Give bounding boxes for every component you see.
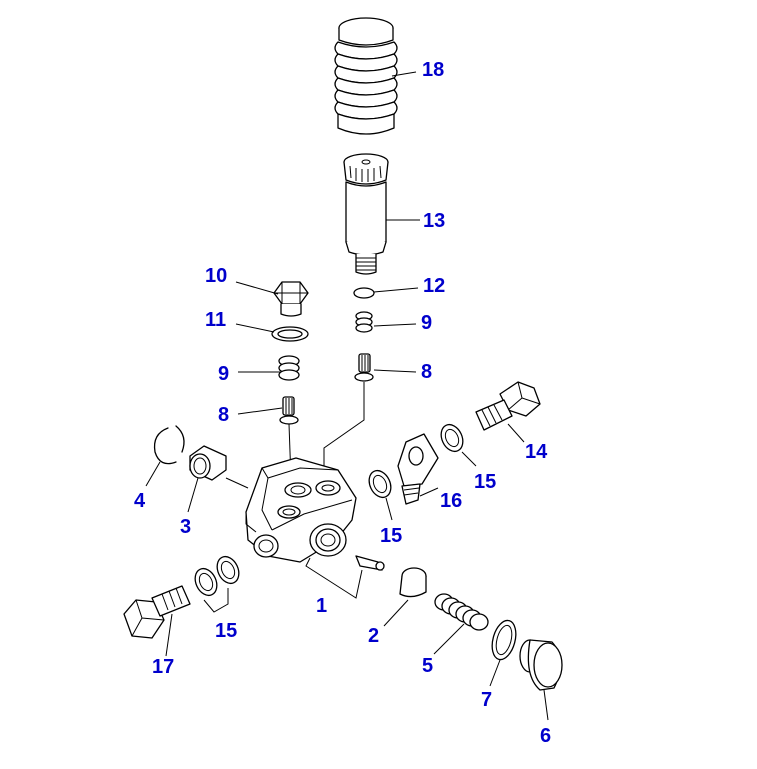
part-3-strainer [189,445,227,481]
callout-8-right: 8 [421,361,432,383]
leader-lines [145,71,549,721]
part-2-sleeve [399,567,427,598]
callout-3: 3 [180,516,191,538]
callout-6: 6 [540,725,551,747]
callout-1: 1 [316,595,327,617]
callout-8-left: 8 [218,404,229,426]
part-15-washers-left [194,555,240,597]
callout-13: 13 [423,210,445,232]
callouts: 18 13 10 12 11 9 9 8 8 14 15 16 4 3 15 1… [134,59,551,747]
callout-2: 2 [368,625,379,647]
part-6-plug [519,639,563,691]
part-7-gasket [491,619,517,661]
callout-10: 10 [205,265,227,287]
part-4-snap-ring [153,425,185,465]
callout-12: 12 [423,275,445,297]
part-1-housing [225,457,357,563]
part-13-pump-body [343,153,389,275]
callout-16: 16 [440,490,462,512]
callout-15-middle: 15 [380,525,402,547]
callout-5: 5 [422,655,433,677]
part-10-plug [273,281,309,317]
callout-18: 18 [422,59,444,81]
part-8-valve-left [279,396,299,481]
part-18-bellows [334,17,398,135]
part-1-pin [355,555,385,571]
callout-11: 11 [205,309,226,331]
part-9-spring-right [355,311,373,333]
callout-9-left: 9 [218,363,229,385]
part-8-valve-right [323,353,374,470]
part-12-seal [353,287,375,299]
part-16-banjo-fitting [397,433,439,505]
callout-15-left: 15 [215,620,237,642]
part-9-spring-left [278,355,300,381]
callout-17: 17 [152,656,174,678]
callout-9-right: 9 [421,312,432,334]
callout-15-right: 15 [474,471,496,493]
part-14-banjo-bolt [475,381,541,431]
part-15-washer-right [440,423,464,453]
callout-4: 4 [134,490,146,512]
part-11-gasket [271,326,309,342]
part-17-banjo-bolt [123,585,191,639]
callout-7: 7 [481,689,492,711]
callout-14: 14 [525,441,548,463]
part-5-spring [434,593,489,631]
part-15-washer-middle [368,469,392,499]
